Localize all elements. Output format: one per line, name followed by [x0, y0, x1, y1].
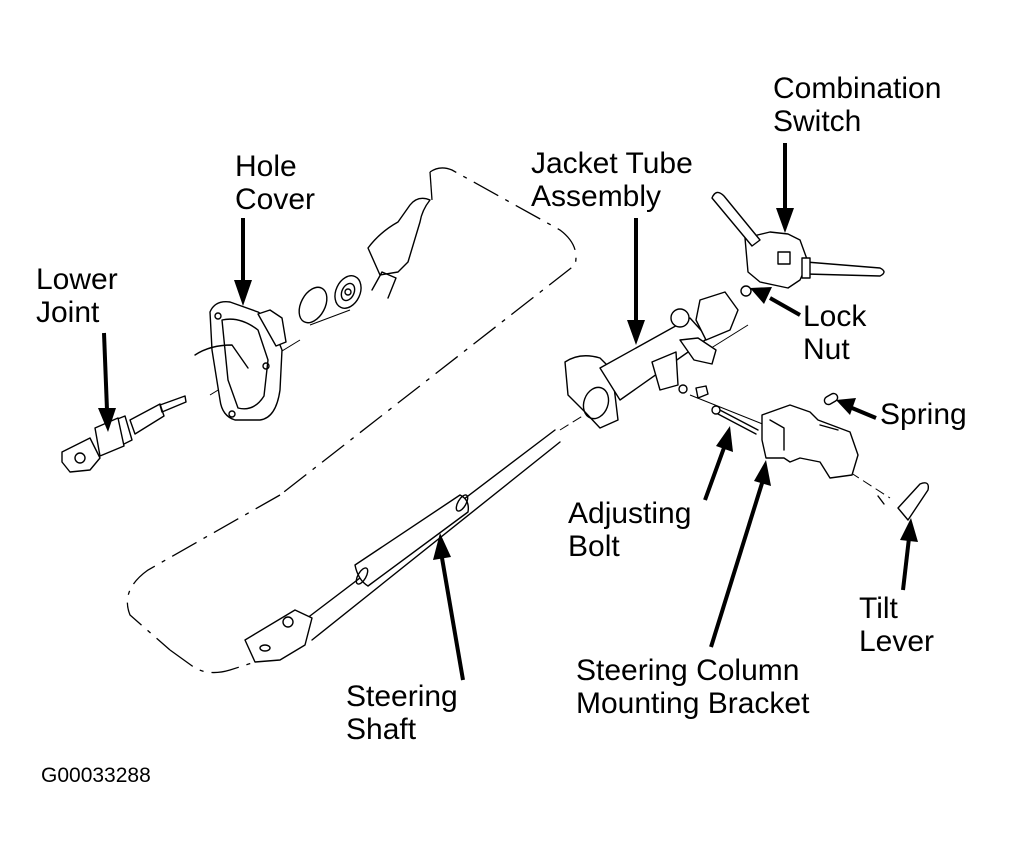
center-axis-lines: [209, 309, 891, 499]
lock-nut-part: [740, 285, 752, 297]
figure-id: G00033288: [41, 764, 151, 787]
mounting-bracket-part: [761, 404, 859, 479]
leader-arrows: [98, 143, 918, 681]
arrow-combination-switch: [776, 143, 794, 233]
arrow-tilt-lever: [900, 518, 918, 591]
arrow-lower-joint: [98, 332, 116, 432]
arrow-mounting-bracket: [709, 460, 771, 648]
arrow-lock-nut: [750, 287, 801, 317]
label-jacket-tube-assembly: Jacket Tube Assembly: [531, 147, 693, 213]
combination-switch-part: [711, 191, 885, 289]
jacket-tube-part: [564, 291, 739, 429]
label-steering-shaft: Steering Shaft: [346, 680, 458, 746]
adjusting-bolt-part: [678, 384, 759, 435]
label-tilt-lever: Tilt Lever: [859, 592, 935, 658]
label-hole-cover: Hole Cover: [235, 150, 316, 216]
steering-shaft-part: [244, 429, 561, 663]
phantom-outline: [126, 167, 577, 674]
label-combination-switch: Combination Switch: [773, 72, 942, 138]
arrow-adjusting-bolt: [703, 426, 733, 501]
label-lock-nut: Lock Nut: [803, 300, 867, 366]
intermediate-joint-part: [367, 197, 431, 299]
hole-cover-part: [194, 301, 287, 421]
bearing-part: [334, 275, 362, 309]
label-lower-joint: Lower Joint: [36, 263, 118, 329]
arrow-jacket-tube: [627, 218, 645, 345]
label-spring: Spring: [880, 398, 967, 431]
tilt-lever-part: [877, 482, 930, 521]
label-steering-column-mounting-bracket: Steering Column Mounting Bracket: [576, 654, 810, 720]
arrow-spring: [836, 398, 877, 420]
label-adjusting-bolt: Adjusting Bolt: [568, 497, 692, 563]
lower-joint-part: [61, 395, 187, 473]
ring-part: [298, 286, 328, 324]
arrow-steering-shaft: [433, 533, 465, 681]
arrow-hole-cover: [234, 218, 252, 306]
spring-part: [823, 392, 839, 406]
